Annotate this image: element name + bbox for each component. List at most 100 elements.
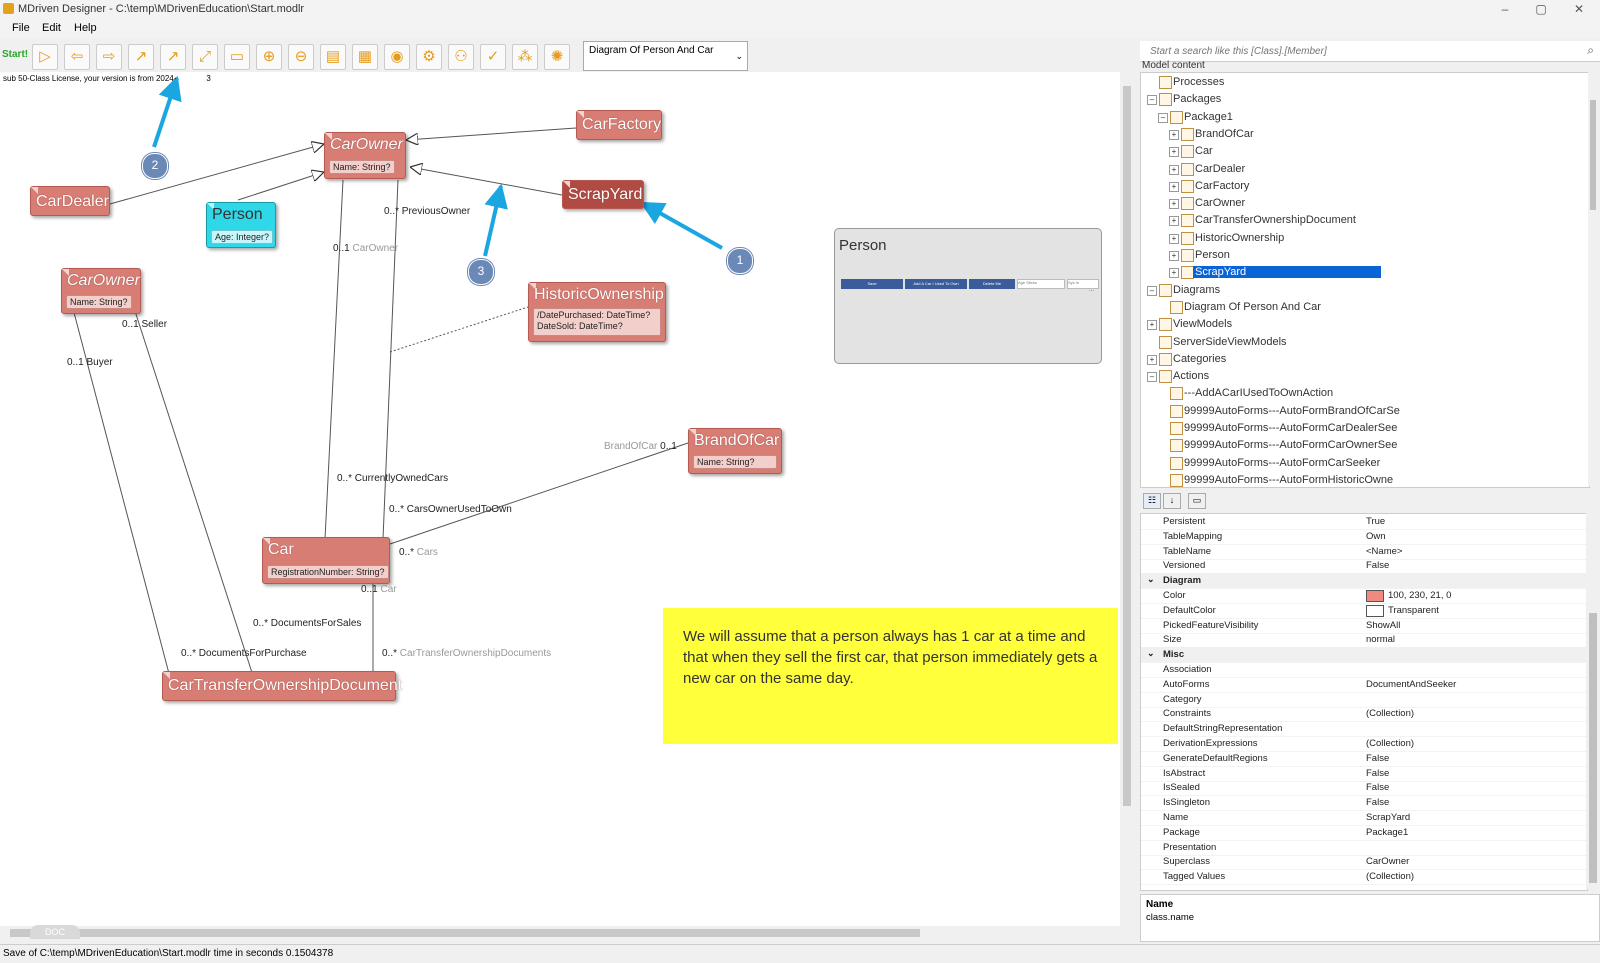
settings-gear-icon[interactable]: ⚙: [416, 44, 442, 70]
property-value[interactable]: <Name>: [1366, 545, 1403, 557]
class-cardealer[interactable]: CarDealer: [30, 186, 110, 216]
scroll-thumb[interactable]: [1123, 86, 1131, 806]
preview-age-input[interactable]: Age Sticks: [1017, 279, 1065, 289]
search-input[interactable]: [1148, 43, 1572, 60]
collapse-icon[interactable]: ⌄: [1147, 648, 1155, 659]
expand-icon[interactable]: +: [1169, 164, 1179, 175]
diagram-canvas[interactable]: sub 50-Class License, your version is fr…: [0, 72, 1120, 927]
property-value[interactable]: (Collection): [1366, 738, 1415, 749]
categorized-icon[interactable]: ☷: [1143, 493, 1161, 509]
minimize-button[interactable]: –: [1501, 2, 1509, 16]
property-row[interactable]: DerivationExpressions(Collection): [1141, 736, 1587, 752]
dashed-link-icon[interactable]: ⤢: [192, 44, 218, 70]
class-historicownership[interactable]: HistoricOwnership /DatePurchased: DateTi…: [528, 282, 666, 342]
property-value[interactable]: True: [1366, 516, 1386, 527]
property-value[interactable]: ShowAll: [1366, 619, 1401, 631]
scroll-thumb[interactable]: [1590, 100, 1596, 210]
class-brandofcar[interactable]: BrandOfCar Name: String?: [688, 428, 782, 474]
property-value[interactable]: 100, 230, 21, 0: [1388, 590, 1452, 601]
users-icon[interactable]: ⚇: [448, 44, 474, 70]
menu-help[interactable]: Help: [74, 22, 97, 34]
expand-icon[interactable]: +: [1147, 320, 1157, 331]
property-value[interactable]: CarOwner: [1366, 856, 1410, 868]
expand-icon[interactable]: +: [1169, 129, 1179, 140]
expand-icon[interactable]: +: [1147, 354, 1157, 365]
property-value[interactable]: False: [1366, 782, 1390, 794]
preview-delete-button[interactable]: Delete Me: [969, 279, 1015, 289]
property-row[interactable]: TableName<Name>: [1141, 544, 1587, 560]
property-value[interactable]: Own: [1366, 530, 1386, 542]
expand-icon[interactable]: +: [1169, 251, 1179, 261]
model-tree[interactable]: Processes–Packages–Package1+BrandOfCar+C…: [1140, 72, 1590, 488]
class-carowner[interactable]: CarOwner Name: String?: [324, 132, 406, 179]
expand-icon[interactable]: +: [1169, 181, 1179, 192]
canvas-horizontal-scrollbar[interactable]: [0, 926, 1120, 940]
check-icon[interactable]: ✓: [480, 44, 506, 70]
property-row[interactable]: Tagged Values(Collection): [1141, 869, 1587, 886]
property-value[interactable]: False: [1366, 767, 1390, 779]
collapse-icon[interactable]: –: [1147, 285, 1157, 296]
class-carowner-2[interactable]: CarOwner Name: String?: [61, 268, 141, 314]
maximize-button[interactable]: ▢: [1535, 2, 1547, 16]
sticky-note[interactable]: We will assume that a person always has …: [663, 608, 1118, 744]
network-icon[interactable]: ⁂: [512, 44, 538, 70]
expand-icon[interactable]: +: [1169, 199, 1179, 210]
class-cartransferownershipdocument[interactable]: CarTransferOwnershipDocument: [162, 671, 402, 701]
property-value[interactable]: False: [1366, 797, 1390, 809]
back-icon[interactable]: ⇦: [64, 44, 90, 70]
expand-icon[interactable]: +: [1169, 268, 1179, 279]
preview-add-car-button[interactable]: Add A Car I Used To Own: [905, 279, 967, 289]
collapse-icon[interactable]: –: [1147, 372, 1157, 383]
gear-icon[interactable]: ✺: [544, 44, 570, 70]
add-note-icon[interactable]: ▭: [224, 44, 250, 70]
inheritance-arrow-icon[interactable]: ↗: [160, 44, 186, 70]
property-value[interactable]: ScrapYard: [1366, 812, 1411, 823]
property-value[interactable]: (Collection): [1366, 871, 1415, 883]
scroll-thumb[interactable]: [10, 929, 920, 937]
export-icon[interactable]: ▦: [352, 44, 378, 70]
tree-scrollbar[interactable]: [1588, 72, 1600, 486]
property-row[interactable]: DefaultStringRepresentation: [1141, 721, 1587, 738]
property-value[interactable]: Transparent: [1388, 604, 1439, 616]
property-value[interactable]: False: [1366, 560, 1390, 572]
property-row[interactable]: Category: [1141, 692, 1587, 708]
collapse-icon[interactable]: –: [1147, 95, 1157, 106]
expand-icon[interactable]: +: [1169, 147, 1179, 158]
property-row[interactable]: Presentation: [1141, 840, 1587, 856]
close-button[interactable]: ✕: [1573, 2, 1585, 16]
play-icon[interactable]: ▷: [32, 44, 58, 70]
association-arrow-icon[interactable]: ↗: [128, 44, 154, 70]
class-person[interactable]: Person Age: Integer?: [206, 202, 276, 248]
property-value[interactable]: Package1: [1366, 826, 1409, 838]
expand-icon[interactable]: +: [1169, 233, 1179, 244]
property-row[interactable]: Association: [1141, 662, 1587, 678]
menu-file[interactable]: File: [12, 22, 30, 34]
menu-edit[interactable]: Edit: [42, 22, 61, 34]
property-value[interactable]: False: [1366, 752, 1390, 764]
zoom-out-icon[interactable]: ⊖: [288, 44, 314, 70]
search-icon[interactable]: ⌕: [1587, 43, 1594, 57]
property-pages-icon[interactable]: ▭: [1188, 493, 1206, 509]
preview-input[interactable]: Sys In: [1067, 279, 1099, 289]
canvas-vertical-scrollbar[interactable]: [1120, 72, 1134, 927]
person-viewmodel-preview[interactable]: Person Save Add A Car I Used To Own Dele…: [834, 228, 1102, 364]
collapse-icon[interactable]: ⌄: [1147, 574, 1155, 585]
alphabetical-icon[interactable]: ↓: [1163, 493, 1181, 509]
class-car[interactable]: Car RegistrationNumber: String?: [262, 537, 390, 584]
forward-icon[interactable]: ⇨: [96, 44, 122, 70]
